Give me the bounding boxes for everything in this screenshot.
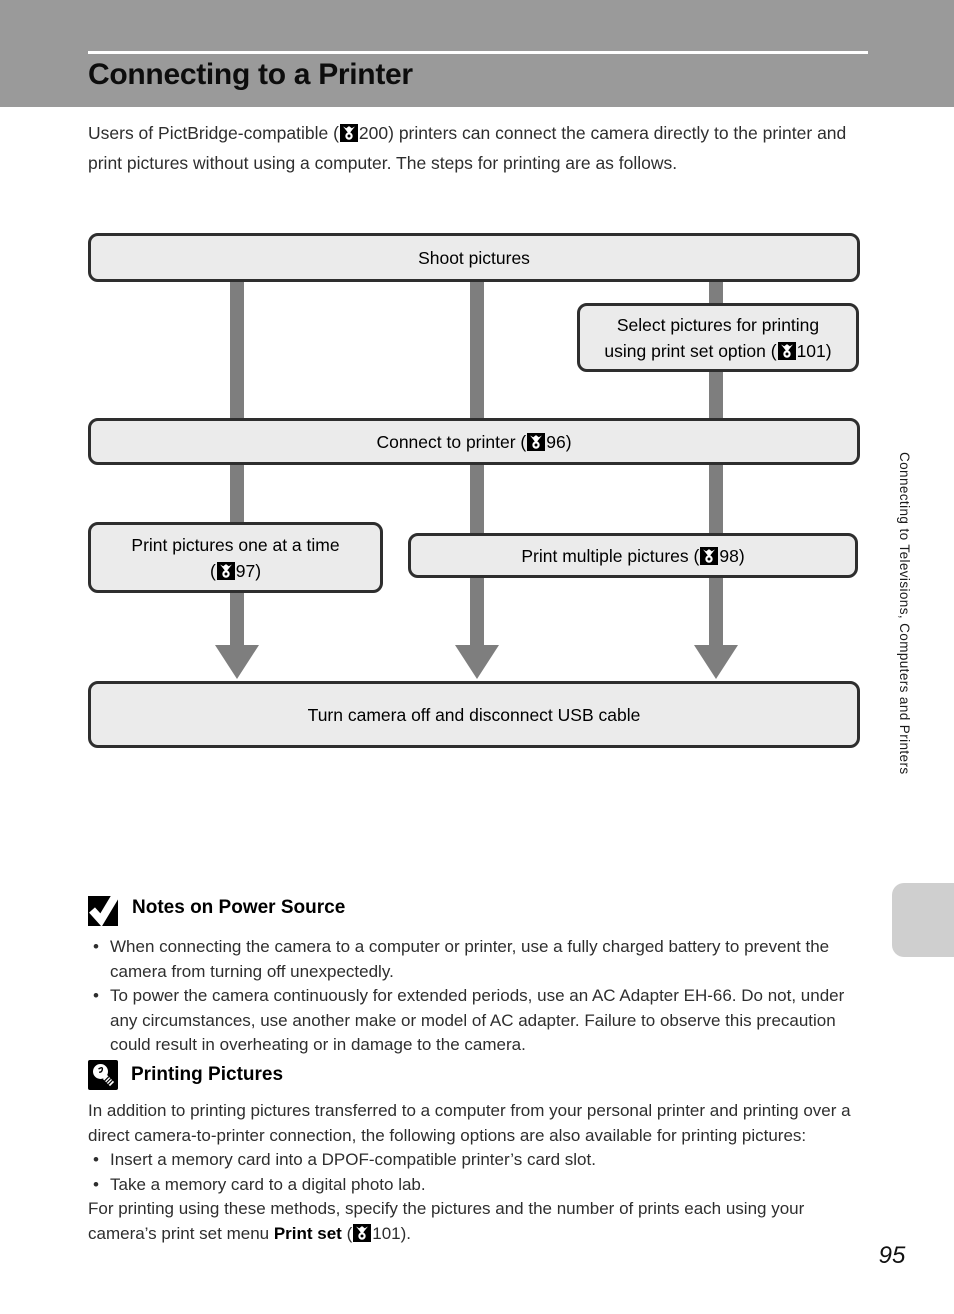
printing-intro-paragraph: In addition to printing pictures transfe… [88, 1101, 851, 1145]
page-ref-icon [353, 1223, 372, 1242]
notes-heading-row: Notes on Power Source [88, 889, 870, 926]
print-set-menu-label: Print set [273, 1223, 342, 1243]
page-ref-icon [216, 561, 235, 580]
page-ref-icon [527, 432, 546, 451]
notes-on-power-source-section: Notes on Power Source When connecting th… [88, 889, 870, 1058]
header-band: Connecting to a Printer [0, 0, 954, 107]
flow-box-print-multiple: Print multiple pictures (98) [408, 533, 858, 578]
notes-body: When connecting the camera to a computer… [88, 935, 870, 1058]
flow-box-label: Print multiple pictures (98) [521, 545, 745, 566]
flow-box-label: Connect to printer (96) [376, 431, 572, 452]
printing-bullet-1: Insert a memory card into a DPOF-compati… [88, 1148, 870, 1173]
flow-box-turn-camera-off: Turn camera off and disconnect USB cable [88, 681, 860, 748]
notes-heading: Notes on Power Source [132, 896, 346, 918]
printing-pictures-section: Printing Pictures In addition to printin… [88, 1060, 870, 1246]
flow-box-select-pictures: Select pictures for printing using print… [577, 303, 859, 372]
flow-arrowhead-right [694, 645, 738, 679]
flow-box-print-one-at-a-time: Print pictures one at a time (97) [88, 522, 383, 593]
page-title: Connecting to a Printer [88, 58, 413, 91]
intro-text-pre: Users of PictBridge-compatible ( [88, 123, 339, 143]
flow-arrowhead-left [215, 645, 259, 679]
chapter-edge-tab [892, 883, 954, 957]
flow-box-label: Shoot pictures [418, 247, 530, 268]
printing-body: In addition to printing pictures transfe… [88, 1099, 870, 1246]
printing-steps-flowchart: Shoot pictures Select pictures for print… [88, 233, 860, 748]
check-icon [88, 889, 119, 926]
page-ref-icon [700, 546, 719, 565]
printing-heading: Printing Pictures [131, 1064, 284, 1085]
page-ref-icon [339, 124, 358, 142]
header-rule [88, 51, 868, 54]
flow-box-label-line1: Select pictures for printing [616, 314, 820, 335]
flow-box-shoot-pictures: Shoot pictures [88, 233, 860, 282]
flow-box-label: Turn camera off and disconnect USB cable [307, 704, 641, 725]
intro-paragraph: Users of PictBridge-compatible ( 200) pri… [88, 118, 870, 178]
flow-box-label-line2: using print set option (101) [604, 340, 832, 361]
notes-bullet-1: When connecting the camera to a computer… [88, 935, 870, 984]
printing-footer-paragraph: For printing using these methods, specif… [88, 1199, 805, 1243]
flow-box-connect-to-printer: Connect to printer (96) [88, 418, 860, 465]
flow-arrowhead-center [455, 645, 499, 679]
flow-box-label-line2: (97) [209, 560, 262, 581]
printing-heading-row: Printing Pictures [88, 1060, 870, 1090]
flow-box-label-line1: Print pictures one at a time [131, 534, 340, 555]
notes-bullet-2: To power the camera continuously for ext… [88, 984, 870, 1058]
lightbulb-icon [88, 1060, 118, 1090]
page-number: 95 [878, 1242, 906, 1269]
printing-bullet-2: Take a memory card to a digital photo la… [88, 1173, 870, 1198]
page-ref-icon [777, 341, 796, 360]
intro-ref-number: 200 [358, 123, 389, 143]
intro-text-post: ) printers can connect the camera direct… [88, 123, 847, 173]
chapter-vertical-label: Connecting to Televisions, Computers and… [897, 452, 912, 775]
